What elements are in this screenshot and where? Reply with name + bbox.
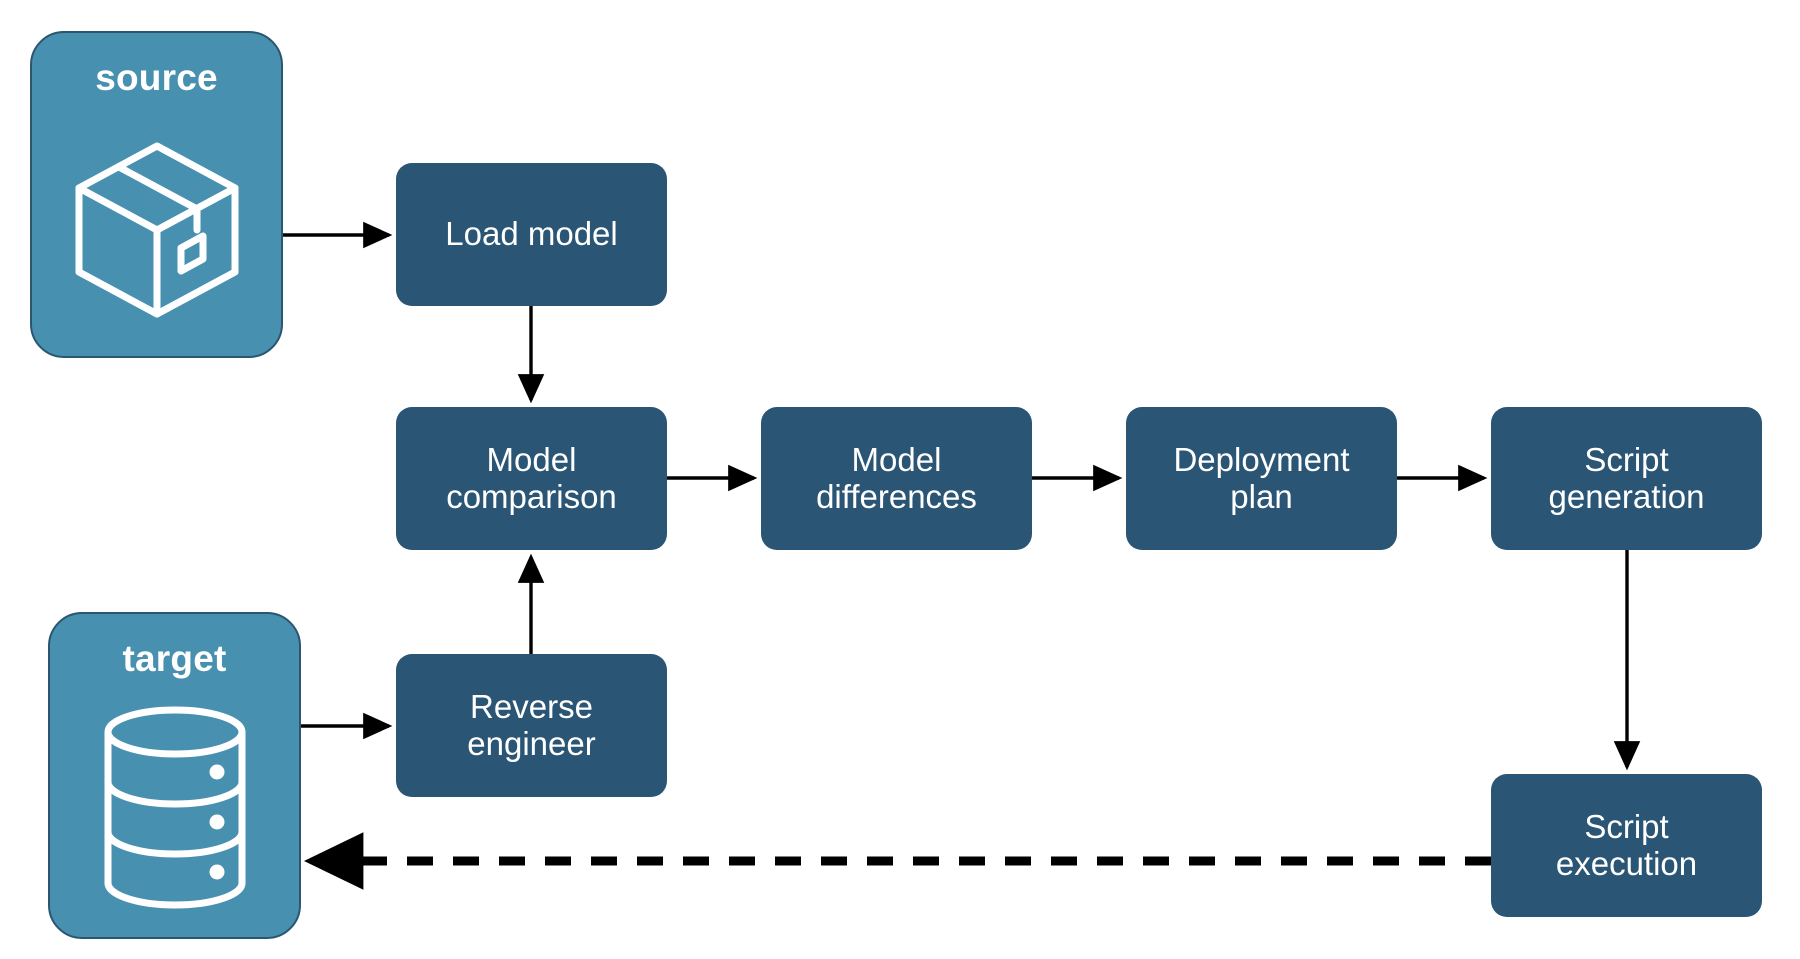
node-reverse-engineer[interactable]: Reverse engineer [396, 654, 667, 797]
node-load-model[interactable]: Load model [396, 163, 667, 306]
endpoint-source-label: source [95, 57, 218, 98]
endpoint-source[interactable]: source [30, 31, 283, 358]
node-model-comparison[interactable]: Model comparison [396, 407, 667, 550]
endpoint-target[interactable]: target [48, 612, 301, 939]
endpoint-target-label: target [122, 638, 227, 679]
node-model-differences[interactable]: Model differences [761, 407, 1032, 550]
database-cylinder-icon [50, 677, 299, 937]
node-deployment-plan[interactable]: Deployment plan [1126, 407, 1397, 550]
package-box-icon [32, 96, 281, 356]
node-script-generation[interactable]: Script generation [1491, 407, 1762, 550]
node-script-execution[interactable]: Script execution [1491, 774, 1762, 917]
